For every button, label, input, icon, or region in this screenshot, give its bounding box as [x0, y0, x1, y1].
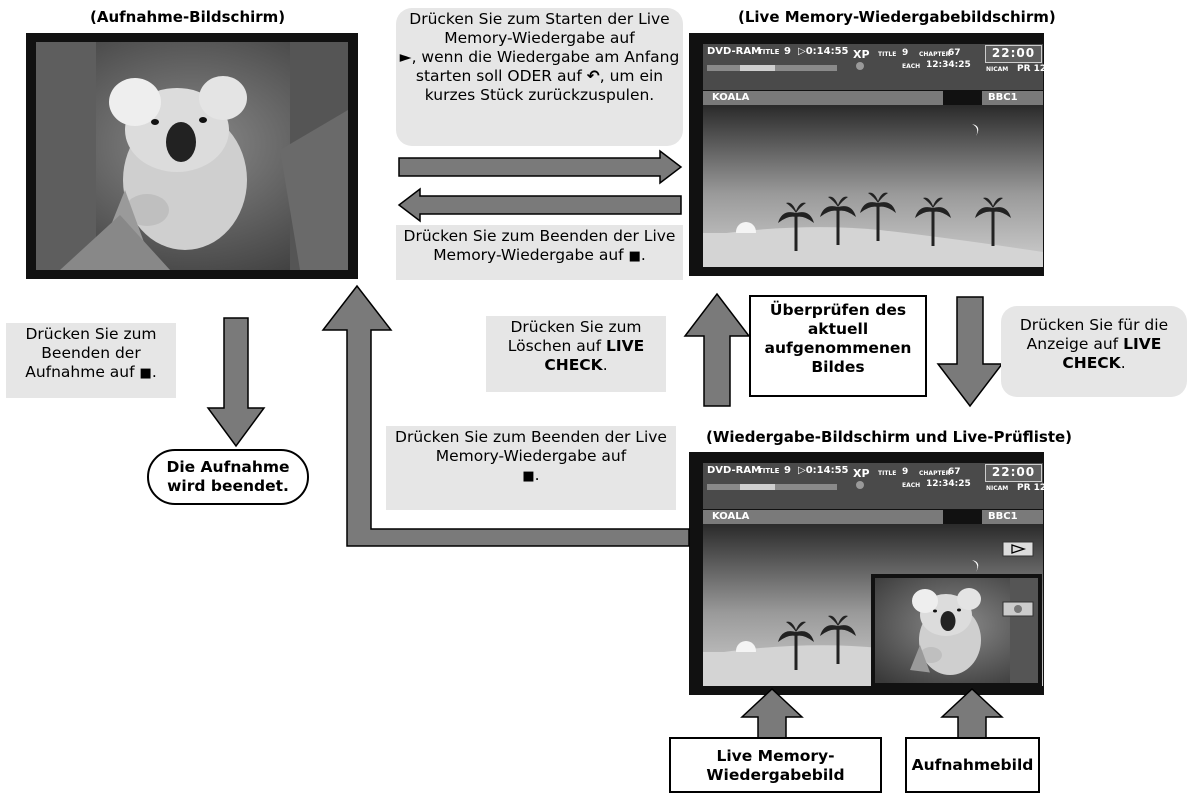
osd-chapter-label: CHAPTER: [919, 470, 951, 477]
osd-time-value: 0:14:55: [805, 465, 849, 476]
note-period: .: [640, 246, 646, 264]
osd-name: KOALA: [712, 92, 750, 103]
arrow-left-stop: [397, 187, 682, 223]
note-period: .: [534, 466, 540, 484]
osd-chapter-num: 67: [948, 48, 961, 58]
stop-icon: ■: [628, 249, 641, 264]
osd-time: ▷0:14:55: [798, 465, 849, 476]
box-recording-ends: Die Aufnahme wird beendet.: [147, 449, 309, 505]
play-icon: ▷: [798, 46, 806, 57]
note-period: .: [151, 363, 157, 381]
arrow-up-delete: [683, 292, 751, 407]
osd-time: ▷0:14:55: [798, 46, 849, 57]
arrow-down-show: [936, 296, 1004, 408]
play-icon: ►: [399, 48, 412, 66]
osd-title2-label: TITLE: [878, 470, 897, 477]
osd-title2-num: 9: [902, 48, 909, 58]
note-show-bold: LIVE CHECK: [1062, 335, 1162, 372]
playback-list-screen: [689, 452, 1044, 695]
osd-disc: DVD-RAM: [707, 465, 762, 476]
osd-title-num: 9: [784, 465, 791, 476]
note-stop-live-top-text: Drücken Sie zum Beenden der Live Memory-…: [403, 227, 676, 264]
osd-mode: XP: [853, 467, 870, 480]
stop-icon: ■: [139, 366, 152, 381]
osd-title2-num: 9: [902, 467, 909, 477]
live-memory-screen: [689, 33, 1044, 276]
osd-channel: BBC1: [988, 511, 1018, 522]
box-live-memory-image: Live Memory-Wiedergabebild: [669, 737, 882, 793]
note-delete-bold: LIVE CHECK: [544, 337, 645, 374]
osd-chapter-label: CHAPTER: [919, 51, 951, 58]
note-stop-recording-text: Drücken Sie zum Beenden der Aufnahme auf: [25, 325, 157, 381]
note-start-text-a: Drücken Sie zum Starten der Live Memory-…: [409, 10, 670, 47]
note-start-text-b: , wenn die Wiedergabe am Anfang starten …: [411, 48, 680, 85]
note-show-live-check: Drücken Sie für die Anzeige auf LIVE CHE…: [1001, 306, 1187, 397]
osd-program: PR 12: [1017, 483, 1047, 493]
osd-mode: XP: [853, 48, 870, 61]
box-check-current-image: Überprüfen des aktuell aufgenommenen Bil…: [749, 295, 927, 397]
osd-title-num: 9: [784, 46, 791, 57]
heading-live-memory-screen: (Live Memory-Wiedergabebildschirm): [738, 8, 1056, 26]
note-start-live-memory: Drücken Sie zum Starten der Live Memory-…: [396, 8, 683, 146]
osd-clock: 12:34:25: [926, 60, 971, 70]
arrow-down-stop-recording: [206, 317, 266, 448]
osd-clock: 12:34:25: [926, 479, 971, 489]
arrow-right-start: [398, 149, 683, 185]
recording-screen: [26, 33, 358, 279]
osd-nicam: NICAM: [986, 485, 1009, 492]
osd-time-right: 22:00: [985, 464, 1042, 482]
record-dot-icon: [856, 481, 864, 489]
note-show-text: Drücken Sie für die Anzeige auf: [1019, 316, 1169, 353]
note-stop-live-memory-top: Drücken Sie zum Beenden der Live Memory-…: [396, 225, 683, 280]
osd-title-label: TITLE: [758, 467, 780, 475]
note-stop-live-bottom-text: Drücken Sie zum Beenden der Live Memory-…: [395, 428, 667, 465]
osd-program: PR 12: [1017, 64, 1047, 74]
note-start-text-c: , um ein kurzes Stück zurückzuspulen.: [424, 67, 664, 104]
note-delete-live-check: Drücken Sie zum Löschen auf LIVE CHECK.: [486, 316, 666, 392]
osd-time-value: 0:14:55: [805, 46, 849, 57]
note-delete-text: Drücken Sie zum Löschen auf: [507, 318, 642, 355]
osd-name: KOALA: [712, 511, 750, 522]
arrows: [206, 149, 1004, 739]
osd-each: EACH: [902, 482, 921, 489]
box-recording-image: Aufnahmebild: [905, 737, 1040, 793]
osd-title2-label: TITLE: [878, 51, 897, 58]
heading-playback-list-screen: (Wiedergabe-Bildschirm und Live-Prüflist…: [706, 428, 1073, 446]
osd-time-right: 22:00: [985, 45, 1042, 63]
osd-channel: BBC1: [988, 92, 1018, 103]
osd-progress-fill: [740, 484, 775, 490]
stop-icon: ■: [522, 469, 535, 484]
record-dot-icon: [856, 62, 864, 70]
note-period: .: [1120, 354, 1126, 372]
osd-disc: DVD-RAM: [707, 46, 762, 57]
arrow-up-recording-image: [940, 687, 1004, 739]
heading-recording-screen: (Aufnahme-Bildschirm): [90, 8, 286, 26]
arrow-up-return: [321, 284, 690, 547]
note-stop-live-memory-bottom: Drücken Sie zum Beenden der Live Memory-…: [386, 426, 676, 510]
osd-chapter-num: 67: [948, 467, 961, 477]
rewind-icon: ↶: [586, 67, 600, 85]
osd-title-label: TITLE: [758, 48, 780, 56]
play-icon: ▷: [798, 465, 806, 476]
osd-progress-fill: [740, 65, 775, 71]
note-period: .: [602, 356, 608, 374]
arrow-up-live-image: [740, 687, 804, 739]
note-stop-recording: Drücken Sie zum Beenden der Aufnahme auf…: [6, 323, 176, 398]
osd-nicam: NICAM: [986, 66, 1009, 73]
osd-each: EACH: [902, 63, 921, 70]
